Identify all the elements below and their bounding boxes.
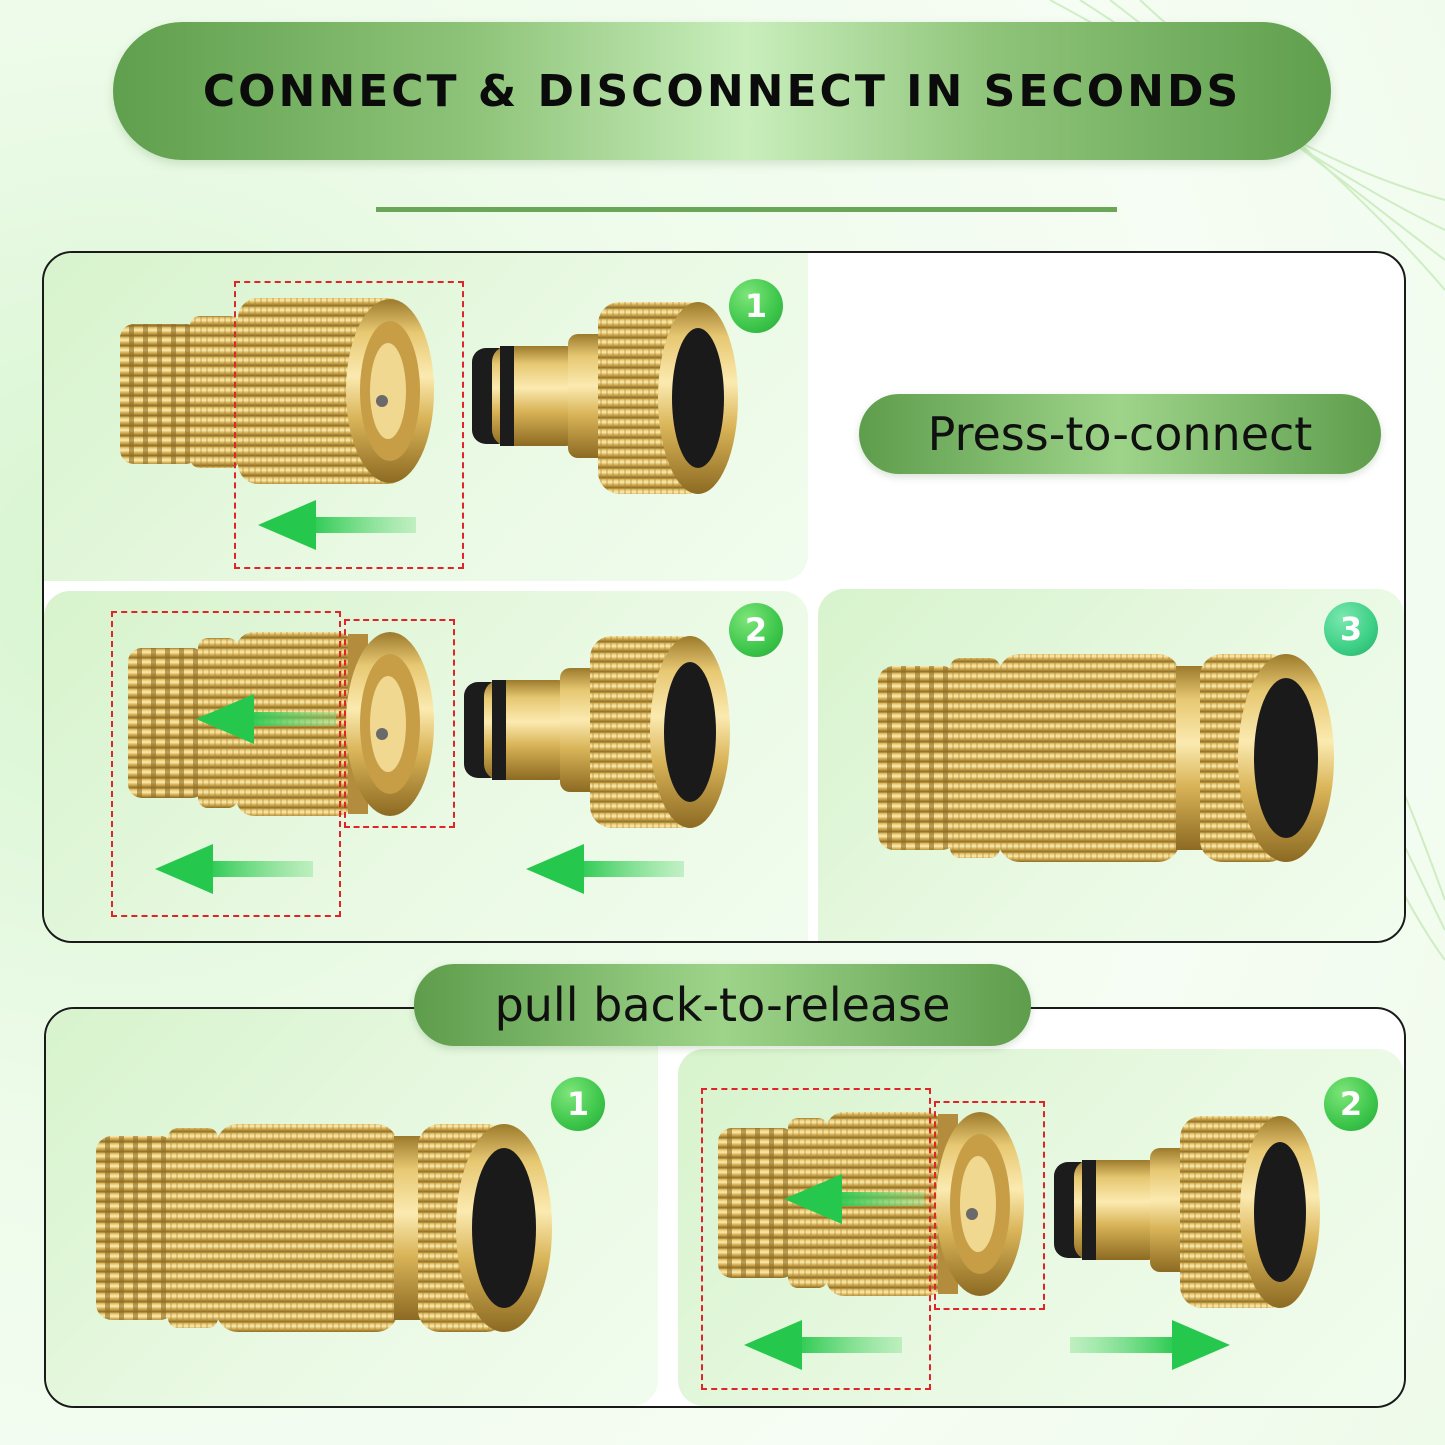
highlight-box-sleeve — [344, 619, 455, 828]
left-arrow-icon — [196, 694, 336, 744]
quick-connector-female-image — [120, 298, 434, 484]
step-badge-release-1: 1 — [551, 1077, 605, 1131]
highlight-box-sleeve — [934, 1101, 1045, 1310]
left-arrow-icon — [526, 844, 684, 894]
connected-coupler-image — [878, 654, 1334, 862]
right-arrow-icon — [1070, 1320, 1230, 1370]
left-arrow-icon — [155, 844, 313, 894]
pull-back-to-release-text: pull back-to-release — [494, 978, 951, 1032]
pull-back-to-release-label: pull back-to-release — [414, 964, 1031, 1046]
connected-coupler-image — [96, 1124, 552, 1332]
title-banner: CONNECT & DISCONNECT IN SECONDS — [113, 22, 1331, 160]
press-to-connect-text: Press-to-connect — [927, 407, 1313, 461]
title-divider — [376, 207, 1117, 212]
left-arrow-icon — [258, 500, 416, 550]
step-badge-release-2: 2 — [1324, 1077, 1378, 1131]
highlight-box-sleeve — [234, 281, 464, 569]
tap-adapter-male-image — [464, 636, 730, 828]
quick-connector-female-image — [128, 632, 434, 816]
tap-adapter-male-image — [1054, 1116, 1320, 1308]
highlight-box-body — [111, 611, 341, 917]
page-title: CONNECT & DISCONNECT IN SECONDS — [202, 65, 1242, 117]
step-badge-connect-1: 1 — [729, 279, 783, 333]
left-arrow-icon — [744, 1320, 902, 1370]
tap-adapter-male-image — [472, 302, 738, 494]
press-to-connect-label: Press-to-connect — [859, 394, 1381, 474]
highlight-box-body — [701, 1088, 931, 1390]
left-arrow-icon — [784, 1174, 924, 1224]
step-badge-connect-3: 3 — [1324, 602, 1378, 656]
step-badge-connect-2: 2 — [729, 603, 783, 657]
